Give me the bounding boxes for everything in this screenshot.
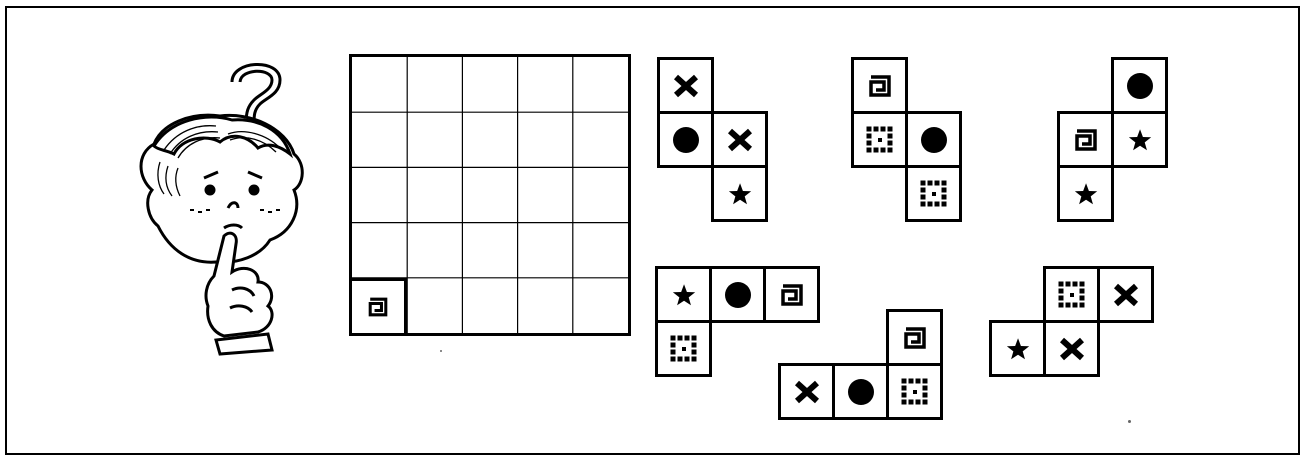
dotted-square-icon bbox=[865, 125, 895, 155]
piece-cell-spiral bbox=[1057, 111, 1114, 168]
board-cell-preplaced bbox=[352, 278, 407, 333]
circle-icon bbox=[723, 280, 753, 310]
piece-cell-spiral bbox=[851, 57, 908, 114]
cross-icon bbox=[725, 125, 755, 155]
piece-cell-star bbox=[711, 165, 768, 222]
piece-cell-cross bbox=[711, 111, 768, 168]
piece-cell-dotted-square bbox=[851, 111, 908, 168]
paper-speck bbox=[440, 350, 442, 352]
spiral-icon bbox=[900, 323, 930, 353]
cross-icon bbox=[671, 71, 701, 101]
piece-cell-dotted-square bbox=[905, 165, 962, 222]
piece-cell-cross bbox=[1043, 320, 1100, 377]
piece-cell-dotted-square bbox=[886, 363, 943, 420]
dotted-square-icon bbox=[900, 377, 930, 407]
piece-cell-cross bbox=[657, 57, 714, 114]
piece-1[interactable] bbox=[657, 57, 768, 222]
star-icon bbox=[669, 280, 699, 310]
circle-icon bbox=[671, 125, 701, 155]
star-icon bbox=[1071, 179, 1101, 209]
star-icon bbox=[1003, 334, 1033, 364]
spiral-icon bbox=[865, 71, 895, 101]
piece-cell-circle bbox=[832, 363, 889, 420]
piece-cell-circle bbox=[709, 266, 766, 323]
circle-icon bbox=[919, 125, 949, 155]
dotted-square-icon bbox=[669, 334, 699, 364]
piece-cell-star bbox=[1057, 165, 1114, 222]
piece-3[interactable] bbox=[1057, 57, 1168, 222]
thinking-boy-illustration bbox=[120, 50, 320, 360]
piece-cell-star bbox=[655, 266, 712, 323]
piece-cell-circle bbox=[1111, 57, 1168, 114]
spiral-icon bbox=[777, 280, 807, 310]
piece-cell-circle bbox=[657, 111, 714, 168]
star-icon bbox=[725, 179, 755, 209]
piece-6[interactable] bbox=[989, 266, 1154, 377]
cross-icon bbox=[1111, 280, 1141, 310]
piece-5[interactable] bbox=[778, 309, 943, 420]
dotted-square-icon bbox=[1057, 280, 1087, 310]
piece-2[interactable] bbox=[851, 57, 962, 222]
circle-icon bbox=[1125, 71, 1155, 101]
game-board[interactable] bbox=[349, 54, 631, 336]
dotted-square-icon bbox=[919, 179, 949, 209]
piece-cell-star bbox=[989, 320, 1046, 377]
piece-cell-dotted-square bbox=[655, 320, 712, 377]
cross-icon bbox=[1057, 334, 1087, 364]
piece-cell-cross bbox=[1097, 266, 1154, 323]
piece-cell-star bbox=[1111, 111, 1168, 168]
spiral-icon bbox=[1071, 125, 1101, 155]
cross-icon bbox=[792, 377, 822, 407]
star-icon bbox=[1125, 125, 1155, 155]
piece-cell-spiral bbox=[886, 309, 943, 366]
spiral-icon bbox=[365, 294, 391, 320]
paper-speck bbox=[1128, 420, 1131, 423]
circle-icon bbox=[846, 377, 876, 407]
piece-cell-circle bbox=[905, 111, 962, 168]
piece-cell-cross bbox=[778, 363, 835, 420]
piece-cell-dotted-square bbox=[1043, 266, 1100, 323]
